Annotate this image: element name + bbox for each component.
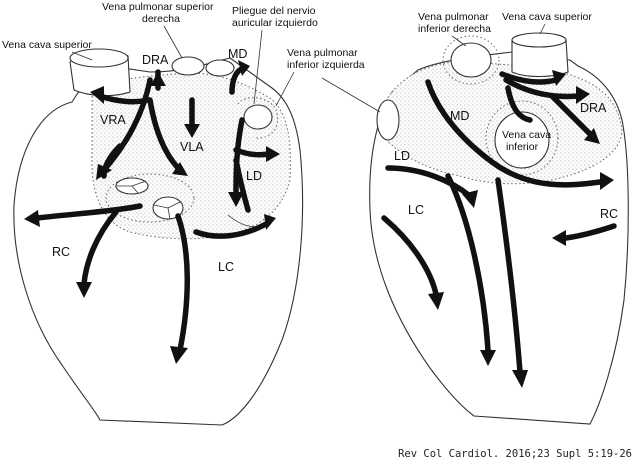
arrow-vla-head — [184, 124, 200, 138]
left-lspv-opening — [205, 59, 235, 77]
arrow-dra-right-2 — [503, 77, 581, 100]
arrow-ld-head-2 — [266, 146, 280, 162]
label-vena-pulmonar-inferior-izquierda-1: Vena pulmonar — [287, 47, 358, 59]
arrow-dra-right-head-2 — [576, 86, 590, 104]
arrow-lc-down — [175, 213, 190, 353]
arrow-vra-head-3 — [172, 162, 188, 176]
label-vena-cava-inferior-2: inferior — [506, 141, 539, 153]
label-ld-left: LD — [246, 169, 262, 183]
label-dra-right: DRA — [580, 101, 607, 115]
arrow-dra-right-head-1 — [552, 70, 566, 86]
arrow-dra-right-3 — [549, 93, 593, 137]
label-vena-pulmonar-inferior-derecha-2: inferior derecha — [418, 23, 491, 35]
label-vena-pulmonar-inferior-izquierda-2: inferior izquierda — [287, 59, 365, 71]
arrow-dra-right-4 — [505, 85, 533, 123]
arrow-dra-right-1 — [499, 71, 559, 85]
arrow-ld-low — [233, 157, 251, 213]
arrow-ld-side — [233, 147, 271, 158]
label-md-right: MD — [450, 109, 469, 123]
label-vra: VRA — [100, 113, 126, 127]
arrow-vra-right — [101, 143, 123, 179]
arrow-lc-head-1 — [264, 214, 276, 230]
right-ripv-opening — [450, 42, 492, 78]
arrow-ld-right-head — [462, 190, 478, 208]
leader-vcs-left — [71, 51, 93, 61]
right-heart — [369, 32, 629, 425]
right-atrial-region — [378, 61, 622, 184]
arrow-rc-right — [563, 223, 617, 241]
right-lipv-opening — [376, 99, 400, 141]
arrow-vra-main — [101, 77, 153, 173]
label-vena-cava-inferior-1: Vena cava — [502, 129, 551, 141]
label-vena-pulmonar-superior-derecha-2: derecha — [142, 13, 180, 25]
leader-pliegue — [253, 29, 263, 105]
label-ld-right: LD — [394, 149, 410, 163]
leader-vpii-right — [321, 77, 381, 113]
label-rc-right: RC — [600, 207, 618, 221]
arrow-lc-head-2 — [170, 346, 188, 364]
left-valve-1-cusps — [117, 180, 147, 194]
arrow-rc-top — [35, 203, 143, 221]
arrow-dra-head — [150, 72, 166, 86]
arrow-md-head — [238, 60, 250, 76]
label-dra-left: DRA — [142, 53, 169, 67]
right-heart-arrows — [381, 70, 617, 388]
leader-vpid — [451, 35, 467, 47]
left-heart-labels: Vena cava superior Vena pulmonar superio… — [2, 1, 365, 274]
right-svc-opening — [511, 32, 567, 48]
left-valve-2-cusps — [153, 201, 181, 220]
left-rspv-opening — [171, 56, 205, 76]
right-ivc-ring — [485, 100, 559, 176]
label-pliegue-2: auricular izquierdo — [232, 17, 318, 29]
left-lipv-ring — [237, 97, 278, 139]
arrow-ld-right — [385, 165, 473, 199]
arrow-vra-head-2 — [90, 86, 104, 104]
label-vla: VLA — [180, 140, 204, 154]
label-vena-cava-superior-right: Vena cava superior — [502, 11, 592, 23]
arrow-lc-right-head — [428, 292, 444, 310]
left-heart — [13, 48, 304, 426]
arrow-rc-right-head — [552, 230, 566, 246]
left-svc-opening — [69, 48, 129, 68]
arrow-center-right-head — [512, 370, 528, 388]
arrow-md-right — [425, 79, 603, 188]
arrow-lc-up — [193, 221, 269, 239]
left-valve-ring — [105, 173, 195, 223]
arrow-ld-right-down-head — [480, 350, 496, 366]
label-vena-pulmonar-superior-derecha-1: Vena pulmonar superior — [102, 1, 214, 13]
left-lipv-opening — [243, 104, 273, 130]
label-md-left: MD — [228, 47, 247, 61]
left-atrial-border — [91, 72, 291, 240]
leader-vpii — [275, 71, 295, 107]
arrow-rc-down — [81, 209, 119, 287]
arrow-rc-head-1 — [24, 210, 40, 227]
label-rc-left: RC — [52, 245, 70, 259]
right-ripv-ring — [442, 35, 500, 85]
label-pliegue-1: Pliegue del nervio — [232, 5, 316, 17]
label-lc-left: LC — [218, 260, 234, 274]
leader-vpsd — [163, 25, 183, 59]
arrow-rc-head-2 — [76, 282, 92, 298]
right-ivc-opening — [494, 111, 550, 169]
arrow-lc-right — [381, 215, 439, 297]
label-vena-cava-superior-left: Vena cava superior — [2, 39, 92, 51]
leader-vcs-right — [539, 23, 546, 35]
arrow-vra-center — [147, 97, 183, 173]
label-lc-right: LC — [408, 203, 424, 217]
arrow-ld-head-1 — [228, 192, 244, 207]
arrow-ld-right-down — [445, 173, 491, 353]
citation-credit: Rev Col Cardiol. 2016;23 Supl 5:19-26 — [398, 448, 632, 460]
label-vena-pulmonar-inferior-derecha-1: Vena pulmonar — [418, 11, 489, 23]
arrow-md-right-head — [600, 172, 614, 190]
left-heart-arrows — [24, 60, 280, 364]
right-heart-labels: Vena pulmonar inferior derecha Vena cava… — [321, 11, 618, 221]
arrow-dra-right-head-3 — [584, 128, 600, 144]
arrow-center-right — [495, 177, 523, 375]
